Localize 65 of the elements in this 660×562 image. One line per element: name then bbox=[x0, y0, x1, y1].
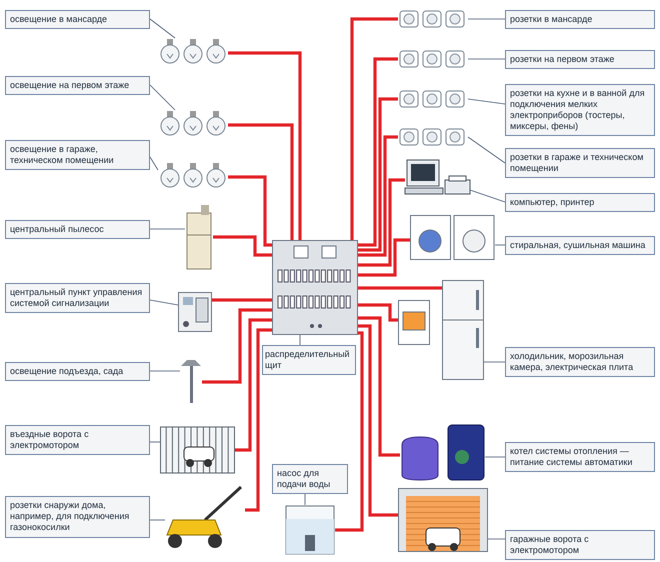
leader-line bbox=[484, 456, 506, 458]
callout-text: центральный пылесос bbox=[5, 220, 150, 239]
callout-text: гаражные ворота с электромотором bbox=[505, 530, 655, 560]
wire bbox=[335, 331, 364, 532]
alarm-panel-drawing bbox=[178, 292, 212, 332]
callout-text: розетки в мансарде bbox=[505, 10, 655, 29]
wire bbox=[358, 324, 398, 517]
callout-text: насос для подачи воды bbox=[272, 464, 348, 494]
callout-text: стиральная, сушильная машина bbox=[505, 236, 655, 255]
callout-text: освещение в гараже, техническом помещении bbox=[5, 140, 150, 170]
wire bbox=[358, 178, 405, 267]
garage-door-drawing bbox=[398, 488, 488, 552]
washer-dryer-drawing bbox=[410, 215, 495, 260]
wire bbox=[228, 51, 302, 240]
wire bbox=[228, 123, 294, 240]
callout-text: холодильник, морозильная камера, электрическая плита bbox=[505, 347, 655, 377]
leader-line bbox=[468, 18, 506, 20]
lawn-mower-drawing bbox=[165, 485, 245, 550]
callout-text: освещение в мансарде bbox=[5, 10, 150, 29]
garden-lamp-drawing bbox=[180, 360, 202, 405]
wire bbox=[245, 328, 272, 512]
wire bbox=[358, 135, 398, 257]
callout-text: распределительный щит bbox=[262, 345, 356, 375]
leader-line bbox=[150, 156, 158, 170]
callout-text: освещение на первом этаже bbox=[5, 76, 150, 95]
callout-text: освещение подъезда, сада bbox=[5, 362, 150, 381]
wire bbox=[228, 175, 272, 247]
callout-text: компьютер, принтер bbox=[505, 193, 655, 212]
stove-drawing bbox=[398, 300, 430, 345]
boiler-drawing bbox=[400, 425, 485, 480]
vacuum-unit-drawing bbox=[185, 205, 213, 270]
wire bbox=[213, 235, 272, 257]
callout-text: розетки в гараже и техническом помещении bbox=[505, 148, 655, 178]
wire bbox=[212, 298, 272, 302]
callout-text: центральный пункт управления системой сигнализации bbox=[5, 283, 150, 313]
wire bbox=[358, 57, 398, 247]
leader-line bbox=[150, 18, 176, 38]
wire bbox=[235, 318, 272, 452]
callout-text: розетки снаружи дома, например, для подключения газонокосилки bbox=[5, 496, 150, 538]
leader-line bbox=[150, 84, 176, 110]
fridge-drawing bbox=[442, 280, 484, 380]
wire bbox=[358, 97, 398, 252]
leader-line bbox=[468, 58, 506, 60]
leader-line bbox=[468, 136, 506, 164]
leader-line bbox=[304, 494, 306, 506]
wire bbox=[358, 238, 410, 277]
leader-line bbox=[488, 538, 506, 540]
callout-text: розетки на первом этаже bbox=[505, 50, 655, 69]
callout-text: въездные ворота с электромотором bbox=[5, 425, 150, 455]
distribution-panel-drawing bbox=[272, 240, 358, 335]
leader-line bbox=[494, 244, 506, 246]
leader-line bbox=[150, 300, 178, 306]
leader-line bbox=[470, 190, 506, 202]
leader-line bbox=[468, 98, 506, 104]
wire bbox=[358, 303, 398, 322]
leader-line bbox=[150, 228, 186, 230]
callout-text: котел системы отопления — питание системы автоматики bbox=[505, 442, 655, 472]
wire bbox=[358, 286, 442, 290]
leader-line bbox=[150, 370, 180, 372]
callout-text: розетки на кухне и в ванной для подключения мелких электроприборов (тостеры, миксеры, фены) bbox=[505, 84, 655, 136]
wire bbox=[202, 308, 272, 384]
gate-drawing bbox=[160, 425, 235, 475]
wire bbox=[350, 17, 398, 240]
water-pump-drawing bbox=[285, 505, 335, 555]
wire bbox=[358, 316, 400, 457]
